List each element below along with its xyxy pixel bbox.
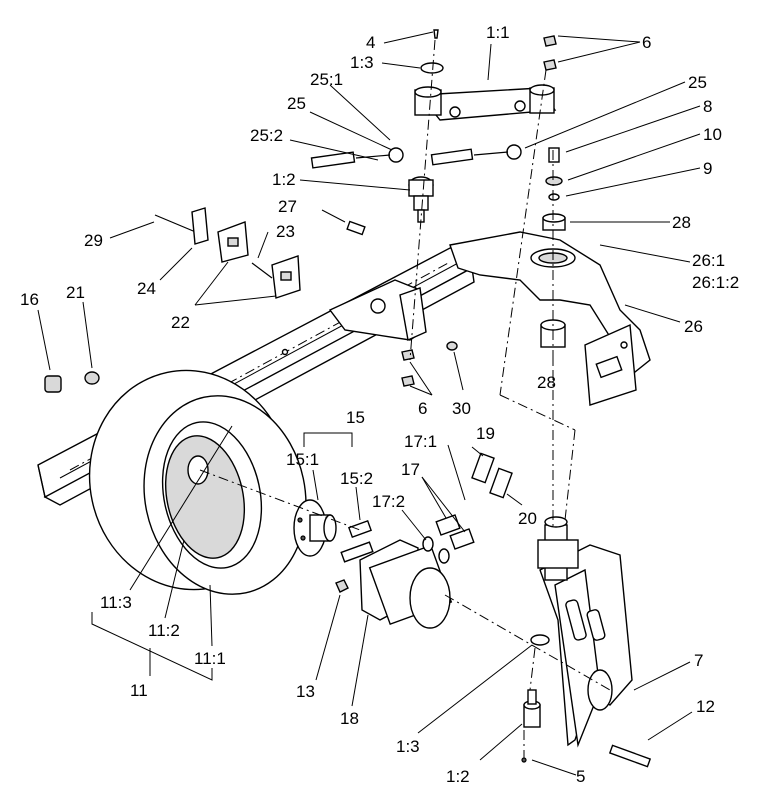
ball-joint-bottom <box>523 689 541 728</box>
wheel-hub <box>293 499 337 557</box>
callout: 26 <box>684 317 703 336</box>
callout: 10 <box>703 125 722 144</box>
nut-6-top-b <box>543 59 557 71</box>
fitting-19 <box>471 452 495 484</box>
callout: 6 <box>642 33 651 52</box>
bolt-8 <box>548 147 560 163</box>
pin-5 <box>521 757 527 763</box>
callout: 23 <box>276 222 295 241</box>
callout: 11:2 <box>148 621 180 640</box>
callout: 17 <box>401 460 420 479</box>
callout: 25:2 <box>250 126 283 145</box>
callout: 7 <box>694 651 703 670</box>
callout: 15 <box>346 408 365 427</box>
callout: 29 <box>84 231 103 250</box>
callout: 15:2 <box>340 469 373 488</box>
wheel-tire <box>88 369 307 595</box>
nut-13 <box>335 579 349 593</box>
fitting-25-left <box>310 147 404 169</box>
callout: 16 <box>20 290 39 309</box>
leader-lines <box>37 31 701 776</box>
clamp-22-b <box>271 255 301 299</box>
wheel-motor <box>340 539 453 629</box>
callout: 22 <box>171 313 190 332</box>
callout: 26:1 <box>692 251 725 270</box>
callout: 25 <box>688 73 707 92</box>
caster-fork <box>539 544 633 748</box>
callout: 17:1 <box>404 432 437 451</box>
callout-labels: 4 1:1 6 1:3 25:1 25 25 25:2 8 10 9 1:2 2… <box>20 23 739 786</box>
caster-pivot-arm <box>449 231 651 406</box>
center-bracket <box>328 279 427 342</box>
washer-9 <box>548 193 560 201</box>
ring-1-3-bot <box>530 634 550 646</box>
fitting-25-right <box>430 144 522 166</box>
callout: 5 <box>576 767 585 786</box>
bracket-24 <box>191 207 209 245</box>
callout: 20 <box>518 509 537 528</box>
bolt-12 <box>608 744 652 768</box>
callout: 30 <box>452 399 471 418</box>
callout: 25 <box>287 94 306 113</box>
pin-4 <box>433 29 439 39</box>
assembly-centerlines <box>199 39 611 758</box>
callout: 8 <box>703 97 712 116</box>
callout: 11:1 <box>194 649 226 668</box>
callout: 1:1 <box>486 23 510 42</box>
bolt-27 <box>346 220 366 236</box>
callout: 12 <box>696 697 715 716</box>
cylinder-block <box>414 84 557 121</box>
callout: 18 <box>340 709 359 728</box>
fitting-20 <box>489 467 513 499</box>
callout: 11:3 <box>100 593 132 612</box>
callout: 6 <box>418 399 427 418</box>
nut-16 <box>44 375 62 393</box>
bushing-28-upper <box>542 213 566 231</box>
hub-bolt <box>347 519 373 539</box>
nut-6-top-a <box>543 35 557 47</box>
caster-spindle <box>537 516 579 581</box>
bolt-29 <box>154 214 199 234</box>
callout: 24 <box>137 279 156 298</box>
nut-30 <box>446 341 458 351</box>
callout: 9 <box>703 159 712 178</box>
callout: 25:1 <box>310 70 343 89</box>
oring-17-2-a <box>422 536 434 552</box>
callout: 21 <box>66 283 85 302</box>
callout: 1:2 <box>272 170 296 189</box>
callout: 11 <box>130 681 148 700</box>
callout: 1:3 <box>350 53 374 72</box>
callout: 1:2 <box>446 767 470 786</box>
nut-6-mid-a <box>401 349 415 361</box>
callout: 27 <box>278 197 297 216</box>
ball-joint-top <box>408 176 434 223</box>
oring-17-2-b <box>438 548 450 564</box>
callout: 13 <box>296 682 315 701</box>
callout: 26:1:2 <box>692 273 739 292</box>
callout: 4 <box>366 33 375 52</box>
nut-6-mid-b <box>401 375 415 387</box>
callout: 28 <box>537 373 556 392</box>
clamp-22-a <box>217 221 249 263</box>
pin-23 <box>251 262 273 279</box>
washer-10 <box>545 176 563 186</box>
callout: 1:3 <box>396 737 420 756</box>
nut-21 <box>84 371 100 385</box>
callout: 28 <box>672 213 691 232</box>
callout: 17:2 <box>372 492 405 511</box>
callout: 19 <box>476 424 495 443</box>
callout: 15:1 <box>286 450 319 469</box>
fitting-17-a <box>435 514 475 550</box>
ring-1-3-top <box>420 62 444 74</box>
